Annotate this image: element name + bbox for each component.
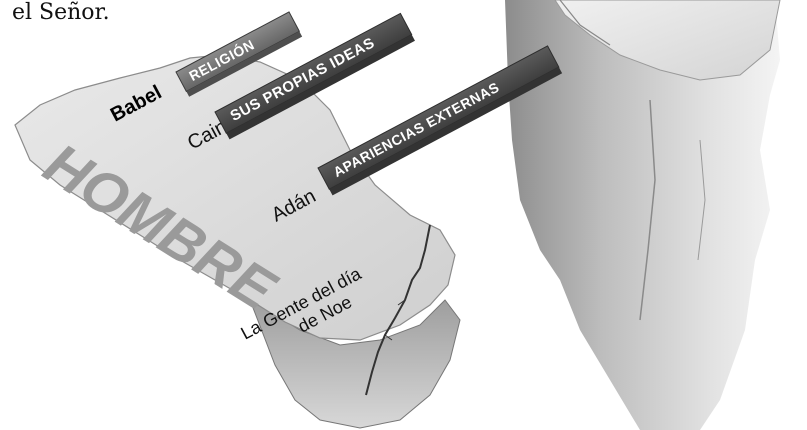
sign-apariencias-label: APARIENCIAS EXTERNAS [330, 79, 501, 180]
